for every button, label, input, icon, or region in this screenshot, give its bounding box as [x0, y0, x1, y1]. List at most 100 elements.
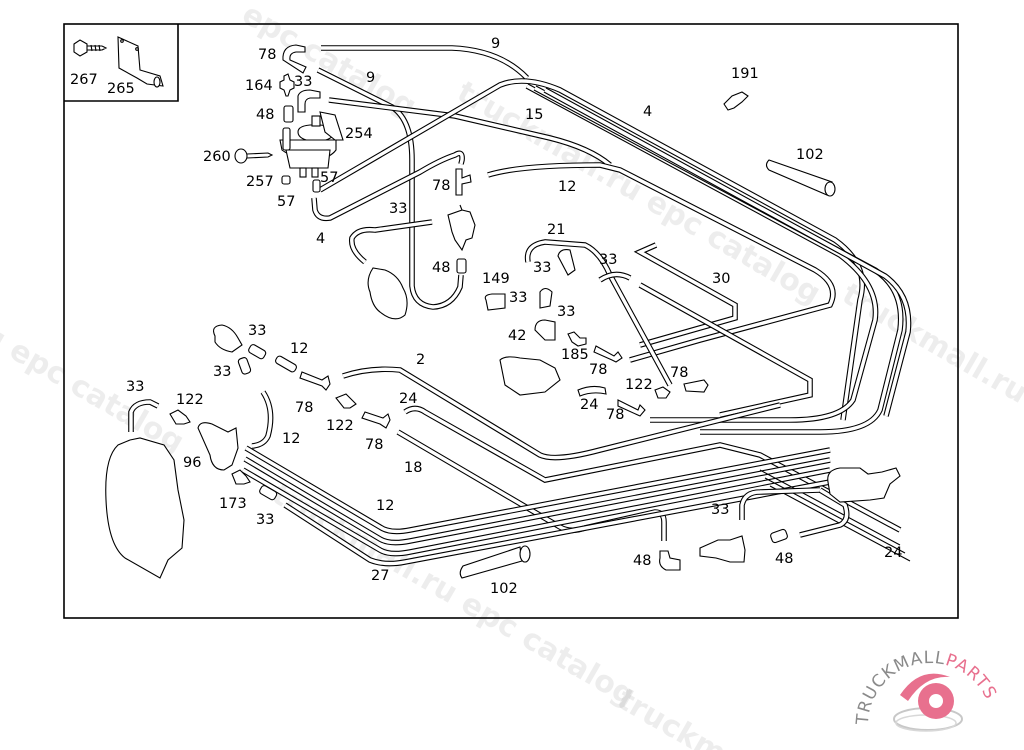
valve-icon — [699, 535, 746, 563]
gear-icon — [893, 673, 963, 732]
elbow-78-icon — [282, 44, 307, 74]
part-label-33[interactable]: 33 — [213, 364, 231, 380]
part-label-57[interactable]: 57 — [277, 194, 295, 210]
hose-24-icon — [577, 385, 607, 397]
part-label-149[interactable]: 149 — [482, 271, 510, 287]
part-label-24[interactable]: 24 — [580, 397, 598, 413]
valve-icon — [447, 204, 476, 252]
part-label-42[interactable]: 42 — [508, 328, 526, 344]
cap-257-icon — [281, 175, 291, 185]
part-label-122[interactable]: 122 — [176, 392, 204, 408]
hose-12-icon — [275, 355, 297, 373]
part-label-33[interactable]: 33 — [509, 290, 527, 306]
part-label-96[interactable]: 96 — [183, 455, 201, 471]
part-label-33[interactable]: 33 — [256, 512, 274, 528]
inset-labels: 267 265 — [70, 72, 135, 97]
nozzle-149-icon — [484, 293, 506, 311]
part-label-18[interactable]: 18 — [404, 460, 422, 476]
part-label-33[interactable]: 33 — [599, 252, 617, 268]
part-label-78[interactable]: 78 — [258, 47, 276, 63]
elbow-33-icon — [297, 89, 321, 113]
part-label-33[interactable]: 33 — [389, 201, 407, 217]
check-valve-122-icon — [654, 386, 671, 399]
part-label-33[interactable]: 33 — [711, 502, 729, 518]
part-label-4[interactable]: 4 — [643, 104, 652, 120]
part-label-78[interactable]: 78 — [606, 407, 624, 423]
part-label-185[interactable]: 185 — [561, 347, 589, 363]
part-label-24[interactable]: 24 — [399, 391, 417, 407]
part-label-122[interactable]: 122 — [625, 377, 653, 393]
watermark-text: truckm — [611, 682, 732, 750]
part-label-254[interactable]: 254 — [345, 126, 373, 142]
part-label-48[interactable]: 48 — [432, 260, 450, 276]
diagram-frame — [63, 23, 959, 619]
part-label-78[interactable]: 78 — [365, 437, 383, 453]
part-label-57[interactable]: 57 — [320, 170, 338, 186]
manifold-96-icon — [197, 422, 239, 471]
elbow-48-icon — [659, 550, 681, 571]
sleeve-102-icon — [765, 159, 833, 196]
part-label-78[interactable]: 78 — [670, 365, 688, 381]
part-label-48[interactable]: 48 — [633, 553, 651, 569]
components — [105, 44, 901, 579]
part-label-30[interactable]: 30 — [712, 271, 730, 287]
cap-33-icon — [213, 324, 243, 353]
part-label-24[interactable]: 24 — [884, 545, 902, 561]
label-265: 265 — [107, 81, 135, 97]
part-label-9[interactable]: 9 — [366, 70, 375, 86]
truckmall-parts-logo: TRUCKMALLPARTS — [853, 648, 999, 732]
part-label-78[interactable]: 78 — [432, 178, 450, 194]
valve-42-icon — [534, 319, 556, 341]
tee-78-icon — [299, 371, 331, 391]
part-label-102[interactable]: 102 — [490, 581, 518, 597]
part-label-4[interactable]: 4 — [316, 231, 325, 247]
part-label-33[interactable]: 33 — [294, 74, 312, 90]
part-label-2[interactable]: 2 — [416, 352, 425, 368]
tee-78-icon — [617, 399, 646, 417]
part-label-12[interactable]: 12 — [558, 179, 576, 195]
part-label-48[interactable]: 48 — [256, 107, 274, 123]
part-label-260[interactable]: 260 — [203, 149, 231, 165]
part-label-78[interactable]: 78 — [589, 362, 607, 378]
part-label-48[interactable]: 48 — [775, 551, 793, 567]
fitting-33-icon — [557, 249, 576, 276]
part-label-12[interactable]: 12 — [290, 341, 308, 357]
part-label-9[interactable]: 9 — [491, 36, 500, 52]
sleeve-33-icon — [248, 344, 267, 360]
part-label-191[interactable]: 191 — [731, 66, 759, 82]
screw-260-icon — [234, 148, 274, 164]
tee-78-icon — [455, 168, 472, 196]
sleeve-33-icon — [259, 485, 278, 501]
part-label-102[interactable]: 102 — [796, 147, 824, 163]
tee-78-icon — [593, 345, 623, 363]
part-label-173[interactable]: 173 — [219, 496, 247, 512]
watermark-text: truckmall.ru epc catalog — [266, 477, 641, 714]
part-label-33[interactable]: 33 — [533, 260, 551, 276]
check-valve-185-icon — [567, 331, 587, 347]
vacuum-unit-icon — [827, 467, 901, 503]
sleeve-48-icon — [283, 105, 294, 123]
pump-block-icon — [499, 356, 561, 396]
part-label-257[interactable]: 257 — [246, 174, 274, 190]
part-label-33[interactable]: 33 — [557, 304, 575, 320]
check-valve-122-icon — [335, 393, 357, 409]
booster-icon — [367, 267, 408, 320]
part-label-21[interactable]: 21 — [547, 222, 565, 238]
part-label-27[interactable]: 27 — [371, 568, 389, 584]
watermark-text: u epc catalog — [0, 317, 190, 461]
bracket-265-icon — [117, 36, 164, 88]
part-label-164[interactable]: 164 — [245, 78, 273, 94]
part-label-15[interactable]: 15 — [525, 107, 543, 123]
inset-box — [64, 24, 179, 102]
part-label-12[interactable]: 12 — [376, 498, 394, 514]
label-267: 267 — [70, 72, 98, 88]
sleeve-33-icon — [237, 357, 252, 375]
part-label-12[interactable]: 12 — [282, 431, 300, 447]
part-label-78[interactable]: 78 — [295, 400, 313, 416]
clip-191-icon — [723, 91, 749, 111]
part-label-33[interactable]: 33 — [126, 379, 144, 395]
part-label-33[interactable]: 33 — [248, 323, 266, 339]
part-label-122[interactable]: 122 — [326, 418, 354, 434]
